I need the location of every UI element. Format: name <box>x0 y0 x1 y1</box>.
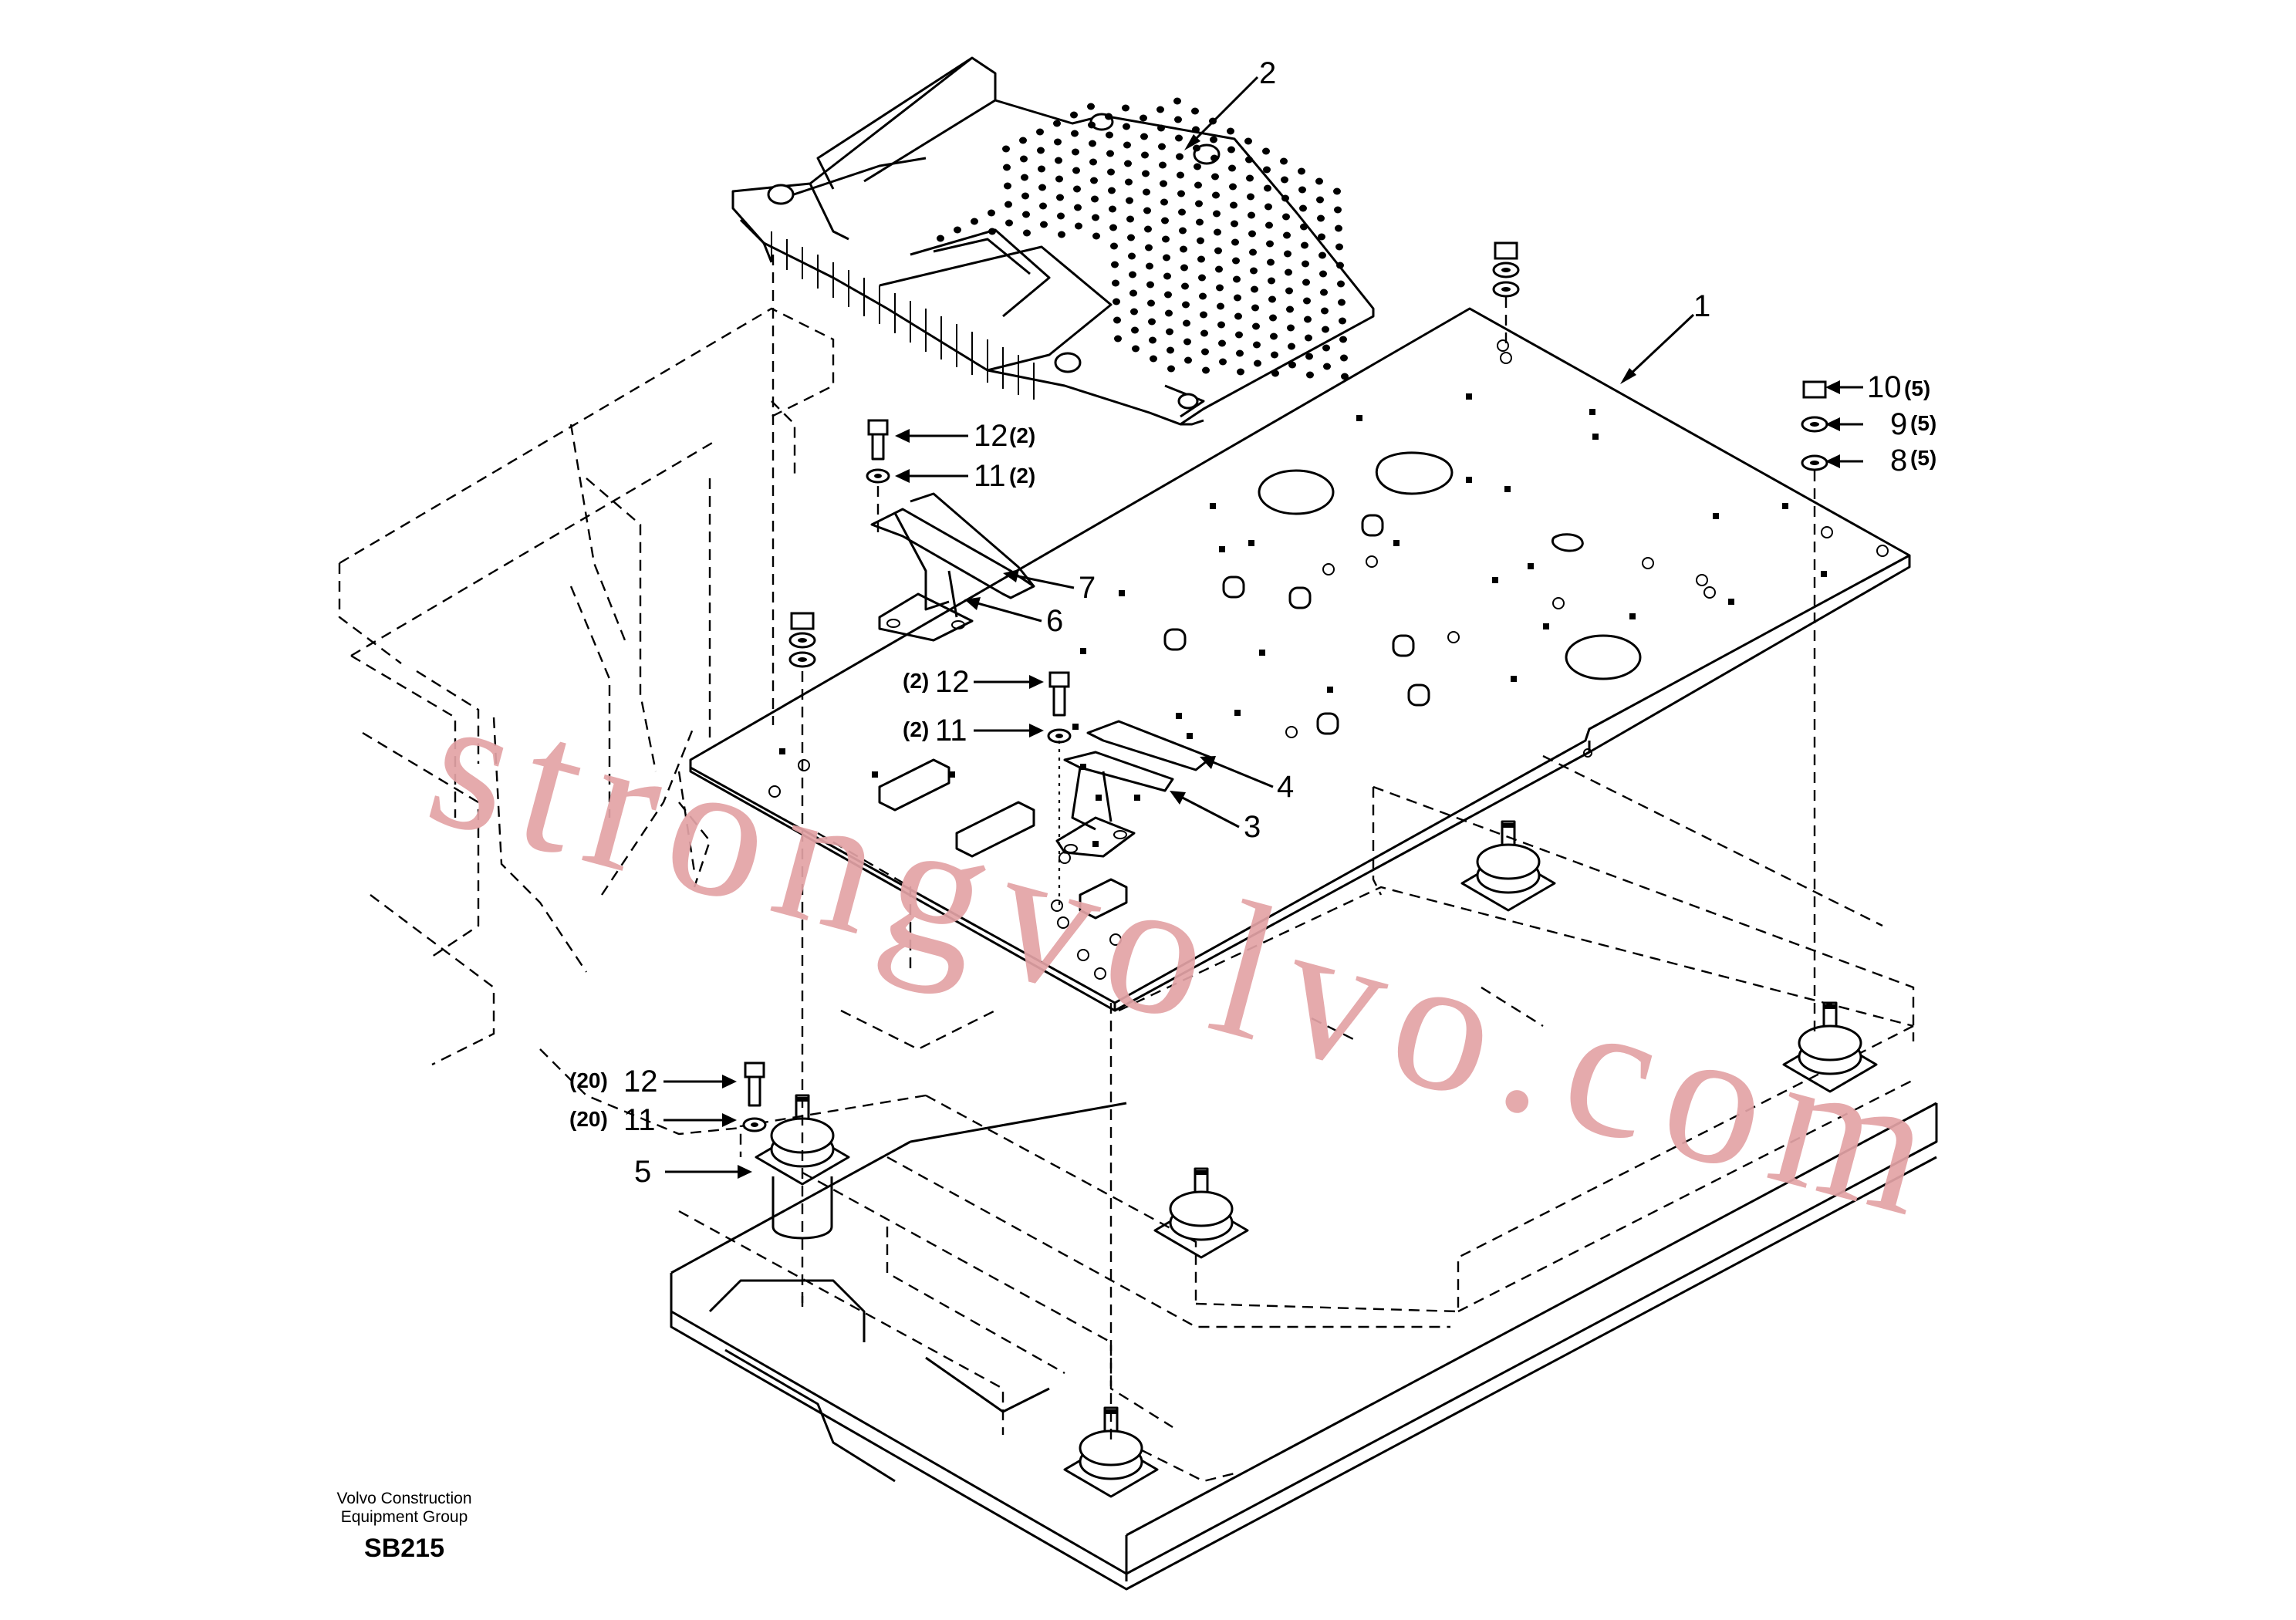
credit-line-1: Volvo Construction <box>336 1490 471 1507</box>
callout-4: 4 <box>1277 770 1294 804</box>
callout-11-mount: 11 <box>623 1103 656 1137</box>
isolator-mount-exploded <box>755 1094 850 1240</box>
callout-6: 6 <box>1046 604 1063 638</box>
plate-bosses <box>1163 514 1430 735</box>
nut-stack-top-center <box>1492 241 1520 298</box>
drawing-code: SB215 <box>364 1534 444 1563</box>
callout-8-qty: (5) <box>1910 446 1936 470</box>
callout-3: 3 <box>1244 810 1261 844</box>
isolator-mount-right <box>1782 1001 1878 1093</box>
callout-11-upper: 11 <box>974 459 1006 493</box>
bolt-mount <box>742 1061 767 1132</box>
mat-dot-grid <box>937 97 1349 380</box>
callouts: 1 2 10 (5) 9 (5) 8 (5) 12 (2) 11 (2) 7 6… <box>569 56 1936 1189</box>
callout-5: 5 <box>634 1155 651 1189</box>
nut-stack-left <box>788 612 816 668</box>
floor-plate <box>689 307 1911 1012</box>
callout-arrow-1 <box>1626 313 1695 378</box>
bolt-upper-pedal <box>866 419 890 484</box>
callout-2: 2 <box>1259 56 1276 90</box>
floor-mat <box>731 56 1375 426</box>
callout-12-lower-qty: (2) <box>903 669 929 693</box>
drawing-credit: Volvo Construction Equipment Group SB215 <box>336 1490 471 1563</box>
frame-hidden-lines <box>338 307 1915 1483</box>
credit-line-2: Equipment Group <box>341 1508 468 1526</box>
callout-7: 7 <box>1079 571 1096 605</box>
plate-rivets <box>768 339 1889 980</box>
callout-12-lower: 12 <box>935 665 970 699</box>
plate-cutouts <box>878 758 1128 920</box>
callout-12-mount: 12 <box>623 1065 658 1099</box>
callout-10: 10 <box>1867 370 1902 404</box>
mat-bosses <box>767 113 1221 410</box>
plate-fastener-holes <box>779 393 1827 847</box>
mat-ribs <box>771 231 1035 400</box>
callout-11-mount-qty: (20) <box>569 1107 608 1131</box>
base-frame <box>670 1102 1938 1591</box>
callout-arrow-2 <box>1190 76 1259 144</box>
callout-11-lower-qty: (2) <box>903 717 929 741</box>
hardware-stacks <box>742 241 1828 1132</box>
bolt-lower-pedal <box>1047 671 1072 744</box>
callout-11-upper-qty: (2) <box>1009 464 1035 488</box>
nut-stack-right <box>1801 380 1828 471</box>
isolator-mounts <box>755 820 1878 1498</box>
assembly-axes <box>772 255 1816 1443</box>
lower-pedal-assembly <box>1055 720 1213 858</box>
callout-1: 1 <box>1693 289 1710 323</box>
callout-10-qty: (5) <box>1904 376 1930 400</box>
callout-9-qty: (5) <box>1910 411 1936 435</box>
callout-8: 8 <box>1890 444 1907 478</box>
isolator-mount-front <box>1063 1406 1159 1498</box>
upper-pedal-assembly <box>870 492 1035 642</box>
callout-9: 9 <box>1890 407 1907 441</box>
isolator-mount-center <box>1153 1167 1249 1259</box>
callout-12-upper: 12 <box>974 419 1008 453</box>
callout-12-upper-qty: (2) <box>1009 424 1035 447</box>
isolator-mount-rear-right <box>1460 820 1556 912</box>
callout-12-mount-qty: (20) <box>569 1068 608 1092</box>
callout-11-lower: 11 <box>935 714 967 748</box>
